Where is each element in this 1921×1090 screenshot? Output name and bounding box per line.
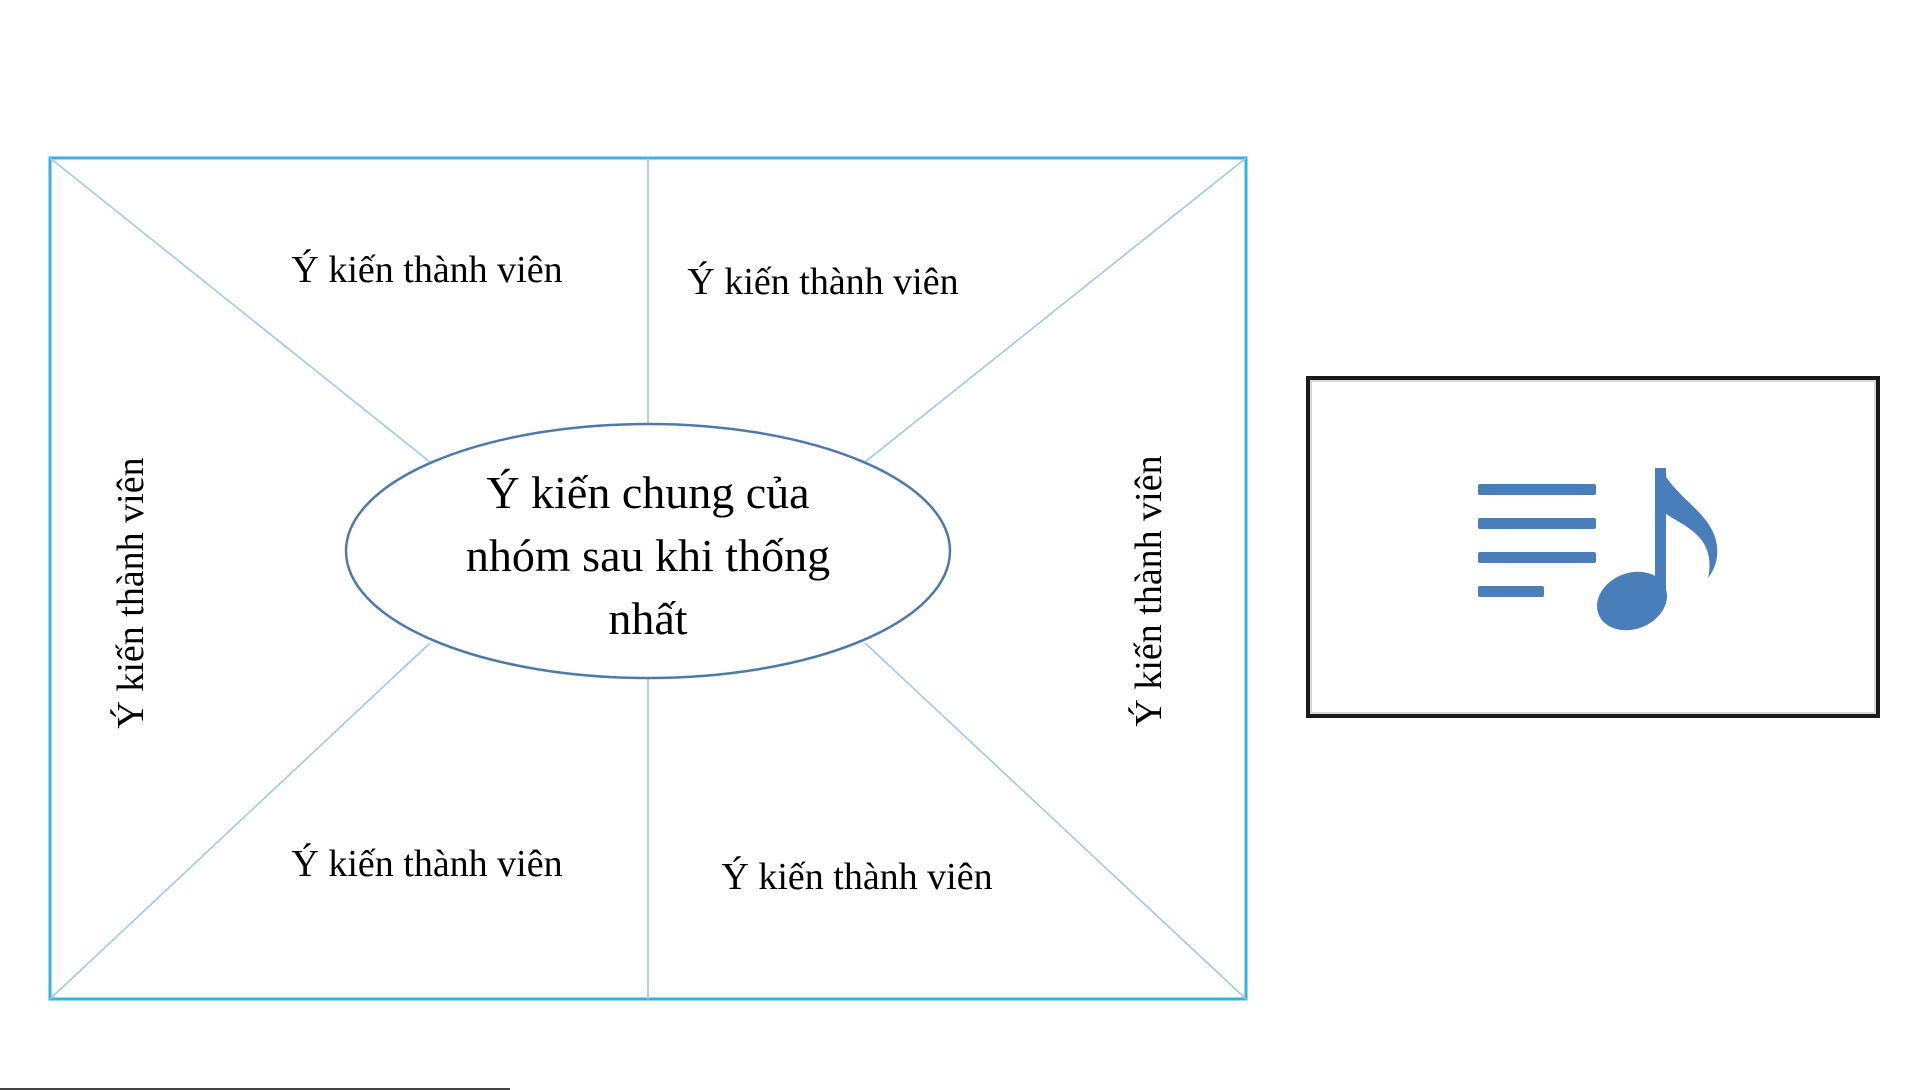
member-label-bottom-right: Ý kiến thành viên [721,856,992,898]
audio-playlist-button[interactable] [1306,376,1880,718]
playlist-line-3 [1478,552,1596,563]
note-flag [1661,468,1717,578]
member-label-left: Ý kiến thành viên [110,457,152,728]
divider-top-left [50,158,430,462]
divider-top-right [865,158,1246,462]
center-text-line-3: nhất [608,593,687,644]
divider-bottom-left [50,643,430,999]
playlist-line-2 [1478,518,1596,529]
center-text-line-2: nhóm sau khi thống [466,530,830,581]
music-playlist-icon [1310,380,1876,714]
member-label-bottom-left: Ý kiến thành viên [291,843,562,885]
divider-bottom-right [865,643,1246,999]
center-text-line-1: Ý kiến chung của [486,467,809,518]
member-label-top-left: Ý kiến thành viên [291,249,562,291]
member-label-top-right: Ý kiến thành viên [687,261,958,303]
playlist-line-4 [1478,586,1544,597]
member-label-right: Ý kiến thành viên [1128,455,1170,726]
playlist-line-1 [1478,484,1596,495]
